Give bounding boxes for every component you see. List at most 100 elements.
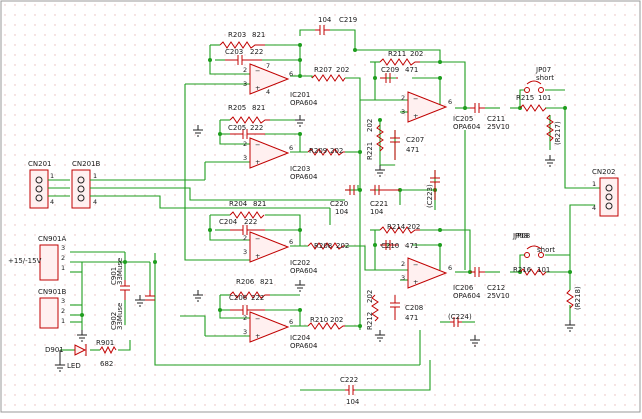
svg-text:R204: R204 [229,200,248,208]
svg-text:2: 2 [61,307,65,315]
svg-text:202: 202 [336,66,349,74]
svg-text:IC202: IC202 [290,259,310,267]
svg-text:3: 3 [61,244,65,252]
svg-text:R203: R203 [228,31,246,39]
svg-text:OPA604: OPA604 [453,292,481,300]
svg-text:222: 222 [251,294,264,302]
connector-cn201b: CN201B 1 4 [71,160,100,209]
svg-text:R210: R210 [310,316,328,324]
svg-text:C902: C902 [110,312,118,330]
svg-text:short: short [536,74,554,82]
svg-text:R214: R214 [387,223,406,231]
svg-text:821: 821 [252,104,265,112]
svg-text:202: 202 [336,242,349,250]
svg-text:1: 1 [592,180,596,188]
r207 [311,74,346,82]
svg-text:−: − [255,141,260,149]
r217 [546,114,554,142]
opamp-ic203: −+ 2 3 6 IC203 OPA604 [243,137,318,181]
svg-text:6: 6 [289,144,293,152]
svg-text:R206: R206 [236,278,255,286]
capacitors [120,25,485,395]
svg-text:(R217): (R217) [554,121,562,145]
c902 [145,290,155,301]
svg-text:3: 3 [61,297,65,305]
svg-text:R208: R208 [314,242,332,250]
svg-text:3: 3 [243,80,247,88]
svg-text:104: 104 [346,398,360,406]
c211 [470,103,485,113]
svg-text:222: 222 [244,218,257,226]
svg-text:682: 682 [100,360,113,368]
svg-text:2: 2 [401,260,405,268]
opamp-ic205: −+ 2 3 6 IC205 OPA604 [401,91,481,131]
r901 [99,345,117,355]
connector-cn201: CN201 1 4 [28,160,70,209]
svg-text:−: − [413,261,418,269]
svg-text:104: 104 [318,16,332,24]
svg-text:(R218): (R218) [574,286,582,310]
ground-symbols [77,115,575,347]
svg-text:−: − [255,315,260,323]
c901 [120,280,130,300]
c205 [230,129,265,139]
svg-text:R205: R205 [228,104,246,112]
svg-text:6: 6 [289,70,293,78]
c210 [380,240,398,250]
c220 [345,185,355,195]
r205 [229,116,270,124]
svg-text:3: 3 [243,328,247,336]
svg-text:C207: C207 [406,136,424,144]
svg-text:R215: R215 [516,94,534,102]
svg-text:R901: R901 [96,339,114,347]
svg-text:R207: R207 [314,66,332,74]
svg-text:471: 471 [405,314,418,322]
svg-text:C204: C204 [219,218,238,226]
svg-text:33Muse: 33Muse [116,258,124,285]
svg-text:IC203: IC203 [290,165,310,173]
svg-text:202: 202 [407,223,420,231]
svg-text:R221: R221 [366,142,374,160]
svg-text:7: 7 [266,62,270,70]
svg-text:6: 6 [289,318,293,326]
svg-text:104: 104 [370,208,384,216]
svg-text:CN901A: CN901A [38,235,66,243]
c223 [430,170,440,200]
svg-text:+15/-15V: +15/-15V [8,257,42,265]
r208 [307,242,345,250]
svg-text:C221: C221 [370,200,388,208]
svg-text:3: 3 [401,274,405,282]
c212 [470,267,485,277]
svg-text:821: 821 [253,200,266,208]
opamp-ic201: −+ 2 3 6 7 4 IC201 OPA604 [243,62,318,107]
svg-text:OPA604: OPA604 [453,123,481,131]
svg-text:C222: C222 [340,376,358,384]
svg-text:short: short [537,246,555,254]
c208 [390,295,400,320]
c209 [380,73,398,83]
r210 [307,322,345,330]
svg-text:+: + [413,278,418,286]
svg-text:222: 222 [250,124,263,132]
svg-text:C208: C208 [405,304,423,312]
svg-text:IC206: IC206 [453,284,474,292]
connector-cn901a: CN901A 3 2 1 [38,235,66,281]
svg-text:471: 471 [405,242,418,250]
svg-text:OPA604: OPA604 [290,267,318,275]
c207 [390,130,400,160]
r212 [371,294,379,322]
c222 [345,385,355,395]
svg-text:C212: C212 [487,284,505,292]
svg-text:IC204: IC204 [290,334,311,342]
svg-text:222: 222 [250,48,263,56]
svg-text:471: 471 [406,146,419,154]
svg-text:202: 202 [410,50,423,58]
svg-text:+: + [413,112,418,120]
svg-text:3: 3 [243,154,247,162]
svg-text:+: + [255,158,260,166]
svg-text:−: − [255,235,260,243]
svg-text:101: 101 [537,266,550,274]
